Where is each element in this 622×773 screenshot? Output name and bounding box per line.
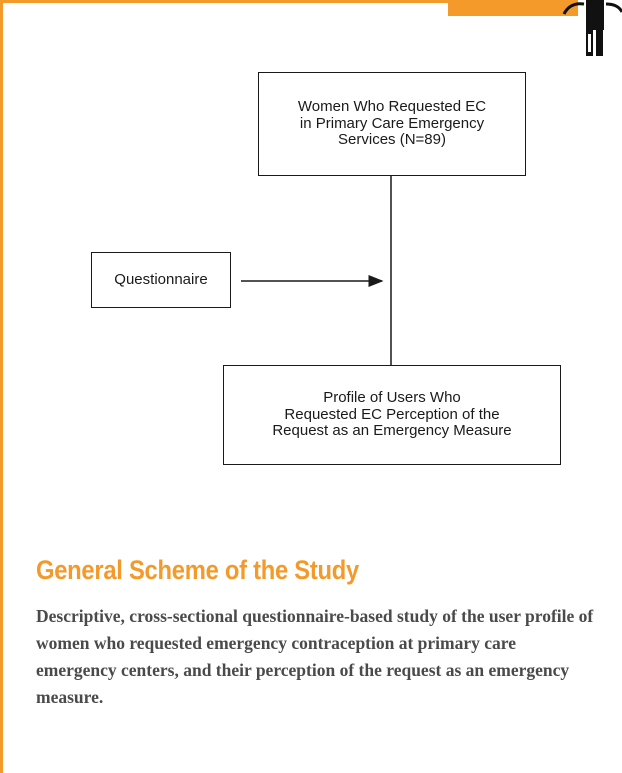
node-women-requested-ec: Women Who Requested EC in Primary Care E… — [258, 72, 526, 176]
node-user-profile: Profile of Users Who Requested EC Percep… — [223, 365, 561, 465]
node-text-line: Women Who Requested EC — [297, 97, 487, 115]
corner-tab — [448, 0, 578, 16]
node-text-line: Request as an Emergency Measure — [272, 422, 512, 440]
node-text-line: Services (N=89) — [338, 131, 446, 149]
node-text-line: Questionnaire — [114, 270, 208, 288]
section-description: Descriptive, cross-sectional questionnai… — [36, 606, 594, 707]
node-questionnaire: Questionnaire — [91, 252, 231, 308]
node-text-line: Requested EC Perception of the — [284, 405, 500, 423]
node-text-line: Profile of Users Who — [323, 388, 461, 406]
section-title: General Scheme of the Study — [36, 555, 359, 585]
node-text-line: in Primary Care Emergency — [299, 114, 485, 132]
frame-left-border — [0, 0, 3, 773]
person-figure-icon — [562, 0, 622, 56]
frame-top-border — [0, 0, 448, 3]
